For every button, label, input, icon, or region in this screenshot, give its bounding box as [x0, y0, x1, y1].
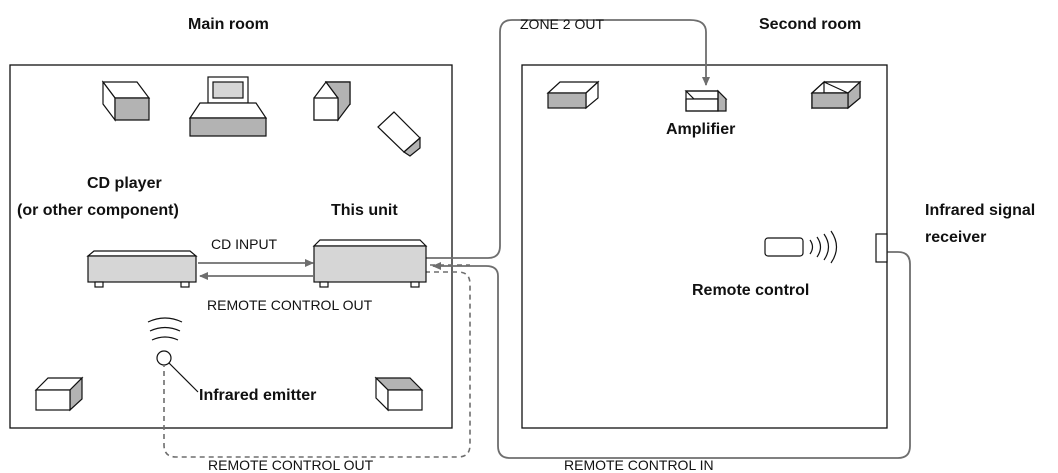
infrared-receiver-label-line2: receiver	[925, 229, 987, 246]
speaker-surround-left	[34, 376, 84, 412]
amplifier-device	[684, 89, 728, 112]
remote-control-in-label: REMOTE CONTROL IN	[564, 457, 714, 473]
remote-control-out-cable	[163, 271, 471, 458]
infrared-receiver-device	[875, 233, 888, 263]
remote-control-device	[764, 230, 838, 264]
speaker-front-left	[101, 80, 151, 122]
speaker-surround-right	[374, 376, 424, 412]
cd-player-device	[86, 250, 198, 288]
zone2-out-label: ZONE 2 OUT	[520, 16, 605, 32]
speaker-second-left	[546, 80, 600, 110]
second-room-title: Second room	[759, 16, 862, 33]
remote-control-out-label-main: REMOTE CONTROL OUT	[207, 297, 373, 313]
infrared-receiver-label-line1: Infrared signal	[925, 202, 1036, 219]
this-unit-label: This unit	[331, 202, 398, 219]
cd-player-label-line1: CD player	[87, 175, 162, 192]
remote-control-label: Remote control	[692, 282, 810, 299]
main-room-title: Main room	[188, 16, 269, 33]
this-unit-device	[312, 239, 428, 288]
cd-player-label-line2: (or other component)	[17, 202, 179, 219]
cd-input-label: CD INPUT	[211, 236, 278, 252]
remote-control-in-cable	[432, 251, 911, 459]
second-room-box	[521, 64, 888, 429]
speaker-subwoofer	[377, 111, 421, 157]
remote-control-out-label-bottom: REMOTE CONTROL OUT	[208, 457, 374, 473]
infrared-emitter-label: Infrared emitter	[199, 387, 317, 404]
zone2-out-cable	[425, 19, 710, 259]
speaker-center	[188, 76, 268, 137]
speaker-front-right	[313, 81, 351, 122]
amplifier-label: Amplifier	[666, 121, 736, 138]
infrared-emitter-device	[147, 317, 199, 393]
speaker-second-right	[810, 80, 862, 110]
